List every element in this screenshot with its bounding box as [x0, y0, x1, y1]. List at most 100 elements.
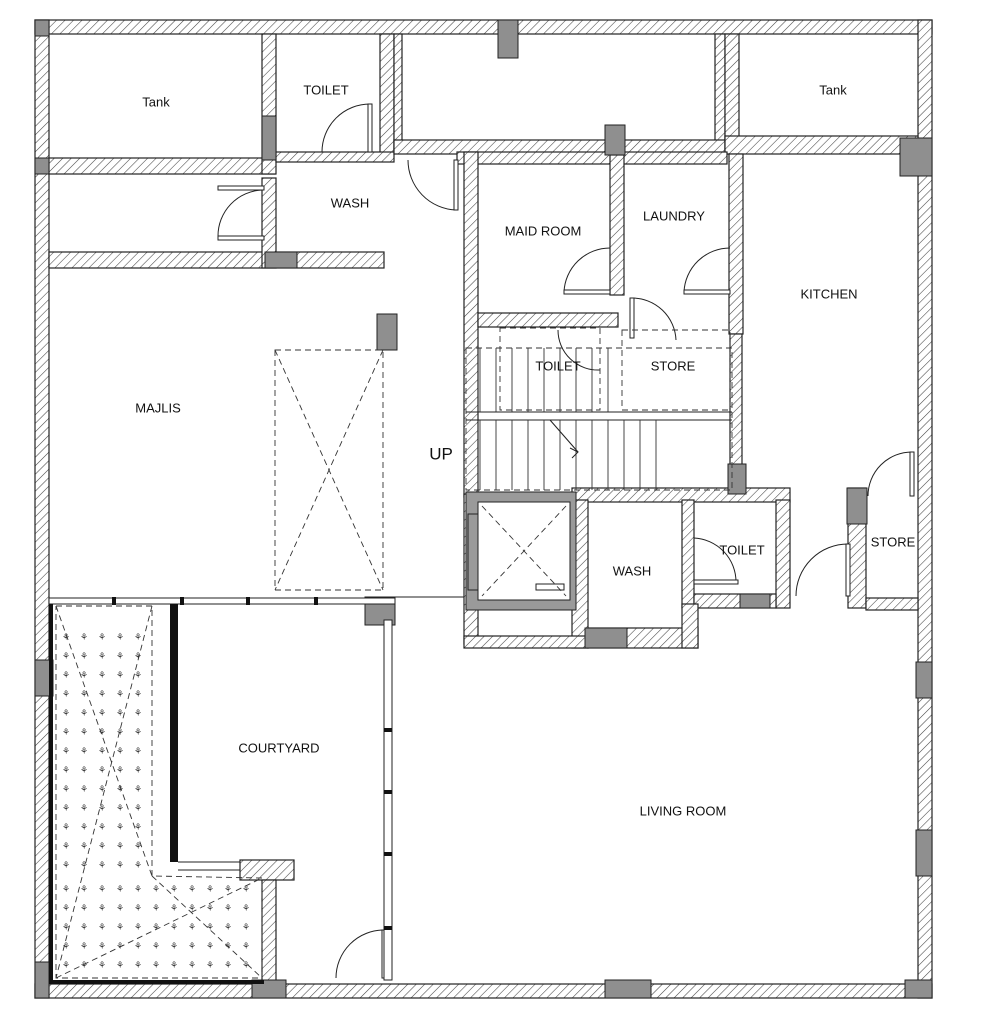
- plant-icon: ⚘: [116, 785, 124, 795]
- plant-icon: ⚘: [98, 923, 106, 933]
- plant-icon: ⚘: [80, 961, 88, 971]
- plant-icon: ⚘: [134, 842, 142, 852]
- plant-icon: ⚘: [98, 747, 106, 757]
- plant-icon: ⚘: [134, 885, 142, 895]
- plant-icon: ⚘: [152, 942, 160, 952]
- plant-icon: ⚘: [116, 823, 124, 833]
- plant-icon: ⚘: [134, 766, 142, 776]
- plant-icon: ⚘: [152, 885, 160, 895]
- room-label-kitchen: KITCHEN: [800, 286, 857, 301]
- plant-icon: ⚘: [116, 671, 124, 681]
- plant-icon: ⚘: [98, 728, 106, 738]
- room-label-store-right: STORE: [871, 534, 916, 549]
- room-label-tank-left: Tank: [142, 94, 170, 109]
- plant-icon: ⚘: [116, 709, 124, 719]
- plant-icon: ⚘: [116, 766, 124, 776]
- plant-icon: ⚘: [98, 961, 106, 971]
- plant-icon: ⚘: [62, 785, 70, 795]
- plant-icon: ⚘: [116, 923, 124, 933]
- plant-icon: ⚘: [134, 785, 142, 795]
- plant-icon: ⚘: [152, 904, 160, 914]
- plant-icon: ⚘: [98, 823, 106, 833]
- plant-icon: ⚘: [116, 861, 124, 871]
- plant-icon: ⚘: [134, 804, 142, 814]
- plant-icon: ⚘: [80, 652, 88, 662]
- plant-icon: ⚘: [116, 885, 124, 895]
- plant-icon: ⚘: [98, 709, 106, 719]
- plant-icon: ⚘: [152, 961, 160, 971]
- plant-icon: ⚘: [80, 842, 88, 852]
- plant-icon: ⚘: [98, 671, 106, 681]
- lift: [465, 491, 577, 611]
- plant-icon: ⚘: [80, 690, 88, 700]
- room-label-toilet-right: TOILET: [719, 542, 764, 557]
- plant-icon: ⚘: [80, 633, 88, 643]
- plant-icon: ⚘: [62, 861, 70, 871]
- plant-icon: ⚘: [206, 923, 214, 933]
- plant-icon: ⚘: [224, 961, 232, 971]
- plant-icon: ⚘: [98, 842, 106, 852]
- plant-icon: ⚘: [242, 904, 250, 914]
- plant-icon: ⚘: [80, 747, 88, 757]
- plant-icon: ⚘: [206, 885, 214, 895]
- plant-icon: ⚘: [98, 690, 106, 700]
- plant-icon: ⚘: [62, 923, 70, 933]
- stair-up-label: UP: [429, 444, 453, 463]
- plant-icon: ⚘: [98, 804, 106, 814]
- plant-icon: ⚘: [80, 923, 88, 933]
- plant-icon: ⚘: [134, 633, 142, 643]
- plant-icon: ⚘: [62, 690, 70, 700]
- plant-icon: ⚘: [116, 728, 124, 738]
- plant-icon: ⚘: [98, 861, 106, 871]
- plant-icon: ⚘: [62, 747, 70, 757]
- plant-icon: ⚘: [188, 923, 196, 933]
- plant-icon: ⚘: [242, 923, 250, 933]
- room-label-maid-room: MAID ROOM: [505, 223, 582, 238]
- plant-icon: ⚘: [62, 823, 70, 833]
- plant-icon: ⚘: [170, 904, 178, 914]
- void-opening: [274, 349, 384, 591]
- plant-icon: ⚘: [134, 904, 142, 914]
- staircase: [465, 327, 733, 491]
- plant-icon: ⚘: [134, 747, 142, 757]
- plant-icon: ⚘: [62, 728, 70, 738]
- plant-icon: ⚘: [80, 728, 88, 738]
- plant-icon: ⚘: [62, 804, 70, 814]
- room-label-majlis: MAJLIS: [135, 400, 181, 415]
- plant-icon: ⚘: [134, 823, 142, 833]
- plant-icon: ⚘: [80, 804, 88, 814]
- plant-icon: ⚘: [224, 942, 232, 952]
- plant-icon: ⚘: [98, 785, 106, 795]
- plant-icon: ⚘: [62, 842, 70, 852]
- plant-icon: ⚘: [116, 842, 124, 852]
- plant-icon: ⚘: [134, 923, 142, 933]
- plant-icon: ⚘: [80, 885, 88, 895]
- plant-icon: ⚘: [98, 885, 106, 895]
- plant-icon: ⚘: [98, 633, 106, 643]
- plant-icon: ⚘: [116, 747, 124, 757]
- room-label-toilet-top: TOILET: [303, 82, 348, 97]
- plant-icon: ⚘: [224, 923, 232, 933]
- room-label-laundry: LAUNDRY: [643, 208, 705, 223]
- plant-icon: ⚘: [62, 671, 70, 681]
- plant-icon: ⚘: [80, 766, 88, 776]
- plant-icon: ⚘: [134, 942, 142, 952]
- plant-icon: ⚘: [80, 861, 88, 871]
- plant-icon: ⚘: [116, 633, 124, 643]
- plant-icon: ⚘: [80, 671, 88, 681]
- plant-icon: ⚘: [62, 766, 70, 776]
- plant-icon: ⚘: [62, 942, 70, 952]
- plant-icon: ⚘: [116, 690, 124, 700]
- plant-icon: ⚘: [98, 652, 106, 662]
- plant-icon: ⚘: [62, 885, 70, 895]
- plant-icon: ⚘: [206, 942, 214, 952]
- plant-icon: ⚘: [188, 885, 196, 895]
- room-label-toilet-mid: TOILET: [535, 358, 580, 373]
- plant-icon: ⚘: [116, 804, 124, 814]
- room-label-wash-mid: WASH: [613, 563, 652, 578]
- plant-icon: ⚘: [80, 709, 88, 719]
- plant-icon: ⚘: [80, 823, 88, 833]
- plant-icon: ⚘: [170, 961, 178, 971]
- plant-icon: ⚘: [80, 942, 88, 952]
